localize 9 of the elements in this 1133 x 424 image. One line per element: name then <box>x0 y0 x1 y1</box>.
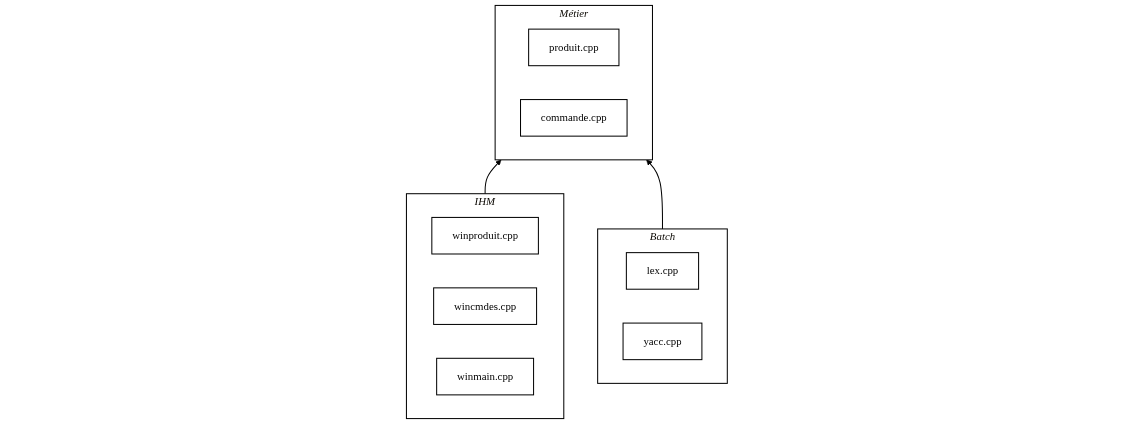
arrow <box>645 159 663 230</box>
node-box: winproduit.cpp <box>430 216 539 255</box>
node-box: yacc.cpp <box>622 322 703 361</box>
node-box: commande.cpp <box>519 99 628 137</box>
arrow <box>484 159 501 195</box>
node-box: lex.cpp <box>625 252 699 290</box>
node-box: produit.cpp <box>527 28 620 67</box>
node-box: winmain.cpp <box>435 357 534 396</box>
node-box: wincmdes.cpp <box>432 287 537 325</box>
